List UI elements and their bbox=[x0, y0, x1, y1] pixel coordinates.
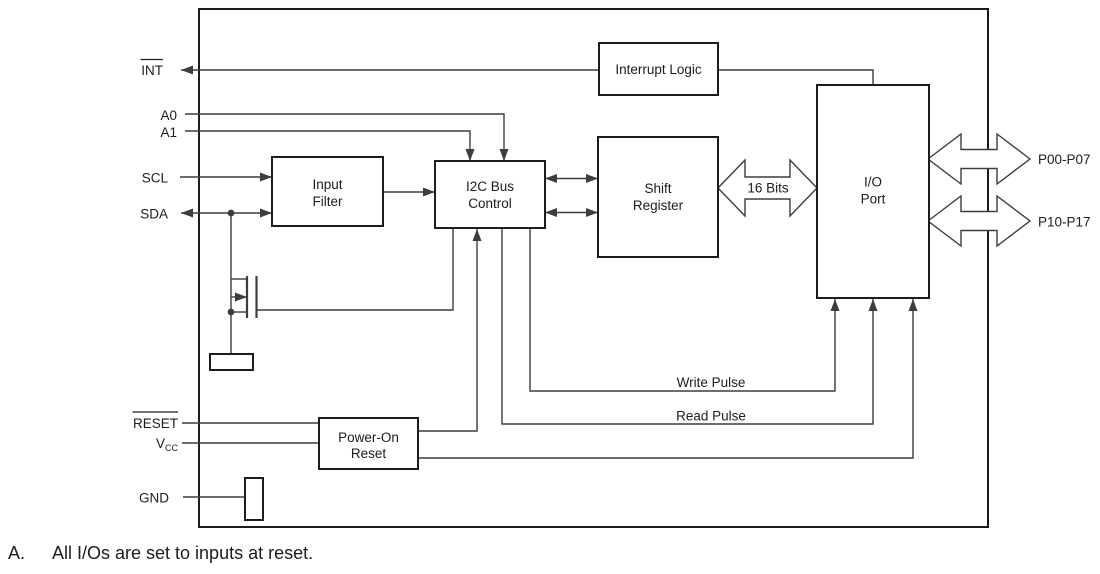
wire-por-to-ioport bbox=[418, 299, 918, 459]
write-pulse-label: Write Pulse bbox=[677, 375, 746, 390]
junction-dot-sda bbox=[227, 209, 235, 217]
wire-por-to-i2c bbox=[418, 229, 482, 432]
power-on-reset-box bbox=[318, 417, 419, 470]
blocks: Interrupt Logic Input Filter I2C Bus Con… bbox=[209, 42, 930, 521]
i2c-bus-control-box bbox=[434, 160, 546, 229]
port-arrow-p10-p17 bbox=[926, 194, 1032, 248]
block-io-port: I/O Port bbox=[816, 84, 930, 299]
pin-label-reset: RESET bbox=[133, 416, 178, 431]
input-filter-label-line1: Input bbox=[312, 177, 342, 192]
wire-read-pulse bbox=[501, 228, 878, 425]
wire-ioport-to-interrupt-logic bbox=[718, 69, 874, 85]
block-interrupt-logic: Interrupt Logic bbox=[598, 42, 719, 96]
footnote: A. All I/Os are set to inputs at reset. bbox=[8, 543, 313, 563]
footnote-marker: A. bbox=[8, 543, 25, 563]
wire-a1 bbox=[185, 130, 475, 161]
wire-a0 bbox=[185, 113, 509, 161]
block-shift-register: Shift Register bbox=[597, 136, 719, 258]
pin-label-gnd: GND bbox=[139, 491, 169, 506]
power-on-reset-label-line2: Reset bbox=[351, 446, 387, 461]
wire-write-pulse bbox=[529, 228, 840, 392]
transistor-substrate-pad bbox=[209, 353, 254, 371]
junction-dot-transistor bbox=[227, 308, 235, 316]
i2c-bus-control-label-line1: I2C Bus bbox=[466, 179, 514, 194]
shift-register-label-line2: Register bbox=[633, 198, 684, 213]
shift-register-label-line1: Shift bbox=[644, 181, 671, 196]
pulse-labels: Write Pulse Read Pulse bbox=[676, 375, 746, 424]
block-power-on-reset: Power-On Reset bbox=[318, 417, 419, 470]
power-on-reset-label-line1: Power-On bbox=[338, 430, 399, 445]
gnd-pad bbox=[244, 477, 264, 521]
pin-label-int: INT bbox=[141, 63, 163, 78]
block-i2c-bus-control: I2C Bus Control bbox=[434, 160, 546, 229]
i2c-bus-control-label-line2: Control bbox=[468, 196, 512, 211]
pin-label-vcc: VCC bbox=[156, 436, 179, 453]
io-port-box bbox=[816, 84, 930, 299]
io-port-label-line2: Port bbox=[861, 192, 886, 207]
bus-width-label: 16 Bits bbox=[747, 181, 789, 196]
pin-label-scl: SCL bbox=[142, 171, 169, 186]
shift-register-box bbox=[597, 136, 719, 258]
pin-label-p00-p07: P00-P07 bbox=[1038, 152, 1091, 167]
pin-labels: INT A0 A1 SCL SDA RESET VCC GND P00-P07 … bbox=[132, 58, 1091, 506]
pin-label-a1: A1 bbox=[160, 125, 177, 140]
read-pulse-label: Read Pulse bbox=[676, 409, 746, 424]
interrupt-logic-label: Interrupt Logic bbox=[615, 62, 702, 77]
chip-boundary bbox=[198, 8, 989, 528]
pin-label-p10-p17: P10-P17 bbox=[1038, 215, 1091, 230]
input-filter-label-line2: Filter bbox=[313, 194, 344, 209]
port-arrow-p00-p07 bbox=[926, 132, 1032, 186]
wire-transistor-gate-to-i2c bbox=[256, 229, 454, 311]
wires bbox=[180, 65, 918, 498]
pin-label-sda: SDA bbox=[140, 207, 168, 222]
block-input-filter: Input Filter bbox=[271, 156, 384, 227]
input-filter-box bbox=[271, 156, 384, 227]
io-port-label-line1: I/O bbox=[864, 175, 882, 190]
interrupt-logic-box bbox=[598, 42, 719, 96]
footnote-text: All I/Os are set to inputs at reset. bbox=[52, 543, 313, 563]
pin-label-a0: A0 bbox=[160, 108, 177, 123]
